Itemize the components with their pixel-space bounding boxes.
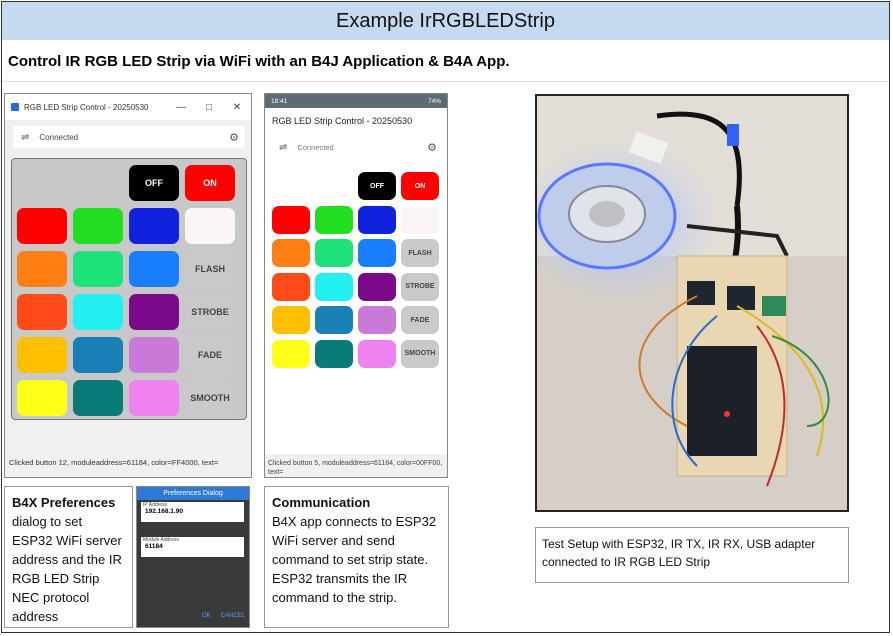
communication-heading: Communication — [272, 495, 371, 510]
color-button[interactable] — [185, 208, 235, 244]
minimize-icon[interactable]: — — [176, 101, 186, 113]
module-field-box: Module Address 61184 — [141, 537, 244, 557]
color-button[interactable] — [358, 239, 396, 267]
communication-body1: B4X app connects to ESP32 WiFi server an… — [272, 514, 437, 567]
color-button[interactable] — [315, 272, 353, 301]
status-battery: 74% — [427, 97, 441, 105]
test-setup-photo — [535, 94, 849, 512]
page-subtitle: Control IR RGB LED Strip via WiFi with a… — [8, 53, 510, 70]
test-setup-caption: Test Setup with ESP32, IR TX, IR RX, USB… — [535, 527, 849, 583]
communication-body2: ESP32 transmits the IR command to the st… — [272, 571, 408, 605]
off-button[interactable]: OFF — [129, 165, 179, 201]
on-button[interactable]: ON — [185, 165, 235, 201]
strobe-button[interactable]: STROBE — [185, 294, 235, 330]
b4j-connection-bar: ⇌ Connected ⚙ — [13, 126, 245, 148]
color-button[interactable] — [17, 251, 67, 287]
color-button[interactable] — [358, 205, 396, 234]
color-button[interactable] — [272, 306, 310, 334]
android-status-bar: 18:41 74% — [265, 94, 447, 108]
color-button[interactable] — [17, 337, 67, 373]
color-button[interactable] — [129, 380, 179, 416]
android-app-title: RGB LED Strip Control - 20250530 — [272, 116, 413, 126]
color-button[interactable] — [272, 205, 310, 234]
b4j-connection-status: Connected — [39, 132, 79, 142]
app-icon — [11, 103, 19, 111]
preferences-heading: B4X Preferences — [12, 495, 116, 510]
communication-description: Communication B4X app connects to ESP32 … — [264, 486, 449, 628]
color-button[interactable] — [272, 339, 310, 368]
color-button[interactable] — [73, 251, 123, 287]
flash-button[interactable]: FLASH — [401, 239, 439, 267]
color-button[interactable] — [17, 294, 67, 330]
color-button[interactable] — [272, 272, 310, 301]
divider — [2, 81, 889, 82]
preferences-description: B4X Preferences dialog to set ESP32 WiFi… — [4, 486, 133, 628]
smooth-button[interactable]: SMOOTH — [401, 339, 439, 368]
android-connection-bar: ⇌ Connected ⚙ — [271, 136, 443, 158]
off-button[interactable]: OFF — [358, 172, 396, 200]
color-button[interactable] — [73, 337, 123, 373]
page-title: Example IrRGBLEDStrip — [2, 2, 889, 40]
ip-field[interactable]: 192.168.1.90 — [145, 508, 183, 515]
b4j-status-line: Clicked button 12, moduleaddress=61184, … — [9, 458, 219, 467]
android-app-screen: 18:41 74% RGB LED Strip Control - 202505… — [264, 93, 448, 478]
preferences-dialog-title: Preferences Dialog — [137, 487, 249, 500]
ip-label: IP Address — [143, 502, 168, 508]
status-time: 18:41 — [271, 97, 288, 105]
color-button[interactable] — [73, 208, 123, 244]
link-icon: ⇌ — [21, 131, 30, 143]
color-button[interactable] — [129, 208, 179, 244]
preferences-body: dialog to set ESP32 WiFi server address … — [12, 514, 122, 624]
strobe-button[interactable]: STROBE — [401, 272, 439, 301]
b4j-app-window: RGB LED Strip Control - 20250530 — □ ✕ ⇌… — [4, 93, 252, 478]
preferences-dialog: Preferences Dialog IP Address 192.168.1.… — [136, 486, 250, 628]
close-icon[interactable]: ✕ — [232, 101, 242, 113]
ok-button[interactable]: OK — [201, 613, 211, 619]
color-button[interactable] — [129, 294, 179, 330]
ip-field-box: IP Address 192.168.1.90 — [141, 502, 244, 522]
flash-button[interactable]: FLASH — [185, 251, 235, 287]
color-button[interactable] — [358, 272, 396, 301]
on-button[interactable]: ON — [401, 172, 439, 200]
link-icon: ⇌ — [279, 141, 288, 153]
color-button[interactable] — [315, 205, 353, 234]
android-connection-status: Connected — [297, 142, 334, 152]
b4j-window-title: RGB LED Strip Control - 20250530 — [24, 102, 149, 112]
module-label: Module Address — [143, 537, 179, 543]
color-button[interactable] — [315, 306, 353, 334]
color-button[interactable] — [73, 380, 123, 416]
android-status-line: Clicked button 5, moduleaddress=61184, c… — [268, 460, 443, 476]
gear-icon[interactable]: ⚙ — [229, 131, 239, 144]
color-button[interactable] — [129, 251, 179, 287]
color-button[interactable] — [272, 239, 310, 267]
color-button[interactable] — [315, 339, 353, 368]
color-button[interactable] — [401, 205, 439, 234]
module-address-field[interactable]: 61184 — [145, 543, 163, 550]
android-status-area — [265, 454, 447, 477]
maximize-icon[interactable]: □ — [205, 101, 213, 113]
color-button[interactable] — [358, 306, 396, 334]
smooth-button[interactable]: SMOOTH — [185, 380, 235, 416]
cancel-button[interactable]: CANCEL — [220, 613, 245, 619]
fade-button[interactable]: FADE — [401, 306, 439, 334]
b4j-title-bar: RGB LED Strip Control - 20250530 — □ ✕ — [5, 94, 251, 120]
color-button[interactable] — [17, 208, 67, 244]
gear-icon[interactable]: ⚙ — [427, 141, 437, 154]
color-button[interactable] — [73, 294, 123, 330]
hardware-photo-illustration — [537, 96, 847, 510]
color-button[interactable] — [17, 380, 67, 416]
fade-button[interactable]: FADE — [185, 337, 235, 373]
color-button[interactable] — [358, 339, 396, 368]
color-button[interactable] — [129, 337, 179, 373]
color-button[interactable] — [315, 239, 353, 267]
